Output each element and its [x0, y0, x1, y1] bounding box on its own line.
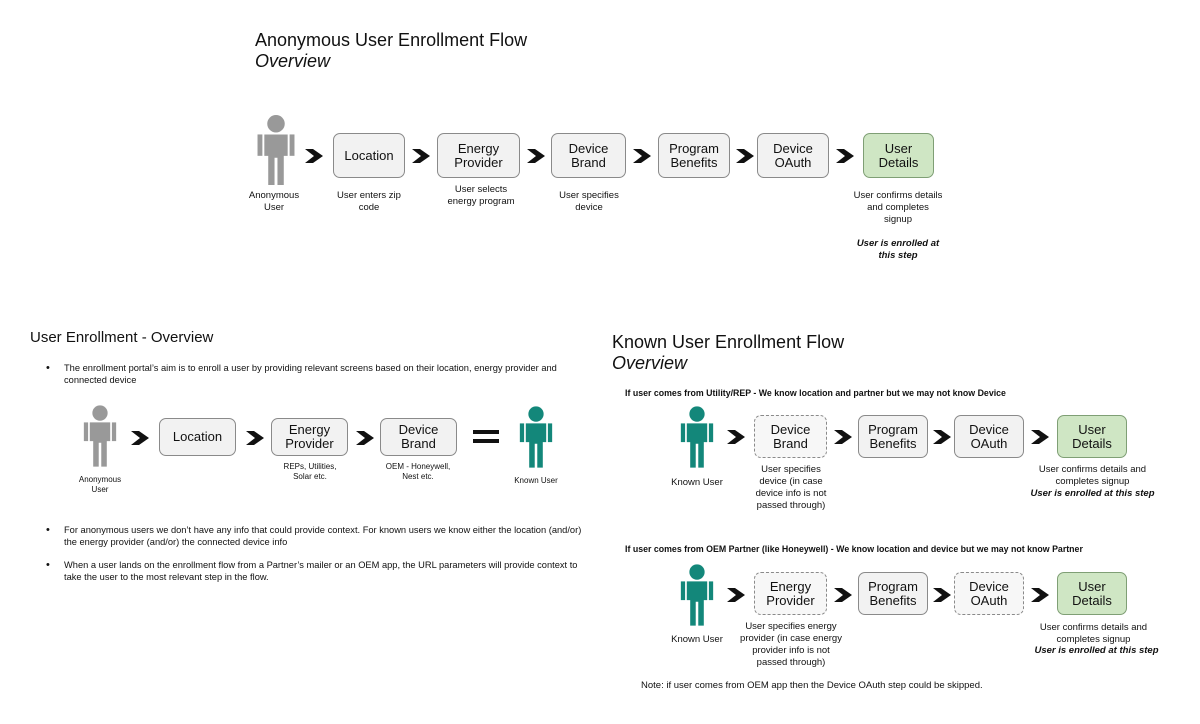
known-flow1-step-user-details-caption: User confirms details and completes sign… — [1038, 464, 1147, 487]
known-flow2-heading: If user comes from OEM Partner (like Hon… — [625, 544, 1083, 554]
anon-step-location: Location — [333, 133, 405, 178]
known-flow2-enrolled-note: User is enrolled at this step — [1034, 645, 1159, 656]
known-flow2-step-energy-provider: Energy Provider — [754, 572, 827, 615]
arrow-icon — [736, 149, 754, 163]
overview-step-device-brand-caption: OEM - Honeywell, Nest etc. — [385, 462, 451, 481]
overview-step-device-brand: Device Brand — [380, 418, 457, 456]
overview-bullets-top: The enrollment portal’s aim is to enroll… — [44, 362, 589, 386]
anon-enrolled-note: User is enrolled at this step — [856, 238, 940, 261]
known-flow1-step-device-brand-caption: User specifies device (in case device in… — [755, 464, 827, 511]
known-flow1-step-program-benefits: Program Benefits — [858, 415, 928, 458]
arrow-icon — [412, 149, 430, 163]
overview-anonymous-user-label: Anonymous User — [78, 475, 122, 494]
overview-bullets-bottom: For anonymous users we don’t have any in… — [44, 524, 594, 583]
overview-step-energy-provider: Energy Provider — [271, 418, 348, 456]
known-flow2-step-energy-provider-caption: User specifies energy provider (in case … — [740, 621, 842, 668]
known-flow1-step-user-details: User Details — [1057, 415, 1127, 458]
known-flow1-heading: If user comes from Utility/REP - We know… — [625, 388, 1006, 398]
known-flow2-step-user-details-caption: User confirms details and completes sign… — [1039, 622, 1148, 645]
known-flow1-enrolled-note: User is enrolled at this step — [1030, 488, 1155, 499]
anonymous-user-icon — [256, 115, 296, 185]
arrow-icon — [933, 588, 951, 602]
anon-step-device-oauth: Device OAuth — [757, 133, 829, 178]
equals-icon — [473, 430, 499, 443]
known-user-icon — [680, 562, 714, 628]
arrow-icon — [633, 149, 651, 163]
anon-step-device-brand-caption: User specifies device — [559, 190, 619, 213]
arrow-icon — [131, 431, 149, 445]
anon-step-energy-provider-caption: User selects energy program — [447, 184, 515, 207]
overview-known-user-label: Known User — [514, 476, 558, 485]
anonymous-flow-subtitle: Overview — [255, 51, 331, 71]
known-flow2-user-label: Known User — [671, 634, 723, 645]
arrow-icon — [727, 588, 745, 602]
arrow-icon — [305, 149, 323, 163]
arrow-icon — [933, 430, 951, 444]
known-flow2-step-device-oauth: Device OAuth — [954, 572, 1024, 615]
arrow-icon — [246, 431, 264, 445]
known-flow1-step-device-brand: Device Brand — [754, 415, 827, 458]
known-flow1-user-label: Known User — [671, 477, 723, 488]
anonymous-flow-title: Anonymous User Enrollment Flow — [255, 30, 528, 50]
anon-step-energy-provider: Energy Provider — [437, 133, 520, 178]
anon-step-user-details-caption: User confirms details and completes sign… — [853, 190, 943, 225]
known-flow-note: Note: if user comes from OEM app then th… — [641, 680, 983, 691]
overview-bullet-1: The enrollment portal’s aim is to enroll… — [44, 362, 589, 386]
overview-title: User Enrollment - Overview — [30, 329, 214, 346]
known-user-icon — [680, 404, 714, 470]
arrow-icon — [356, 431, 374, 445]
anon-step-device-brand: Device Brand — [551, 133, 626, 178]
arrow-icon — [527, 149, 545, 163]
overview-step-energy-provider-caption: REPs, Utilities, Solar etc. — [283, 462, 337, 481]
anonymous-user-icon — [83, 402, 117, 470]
overview-step-location: Location — [159, 418, 236, 456]
anon-step-program-benefits: Program Benefits — [658, 133, 730, 178]
arrow-icon — [836, 149, 854, 163]
known-user-icon — [519, 403, 553, 471]
arrow-icon — [834, 430, 852, 444]
known-flow2-step-program-benefits: Program Benefits — [858, 572, 928, 615]
overview-bullet-2: For anonymous users we don’t have any in… — [44, 524, 594, 548]
arrow-icon — [727, 430, 745, 444]
known-flow-title: Known User Enrollment Flow — [612, 332, 845, 352]
known-flow1-step-device-oauth: Device OAuth — [954, 415, 1024, 458]
anonymous-user-label: Anonymous User — [248, 190, 300, 213]
arrow-icon — [834, 588, 852, 602]
arrow-icon — [1031, 430, 1049, 444]
known-flow2-step-user-details: User Details — [1057, 572, 1127, 615]
anon-step-user-details: User Details — [863, 133, 934, 178]
arrow-icon — [1031, 588, 1049, 602]
known-flow-subtitle: Overview — [612, 353, 688, 373]
anon-step-location-caption: User enters zip code — [337, 190, 401, 213]
overview-bullet-3: When a user lands on the enrollment flow… — [44, 559, 594, 583]
